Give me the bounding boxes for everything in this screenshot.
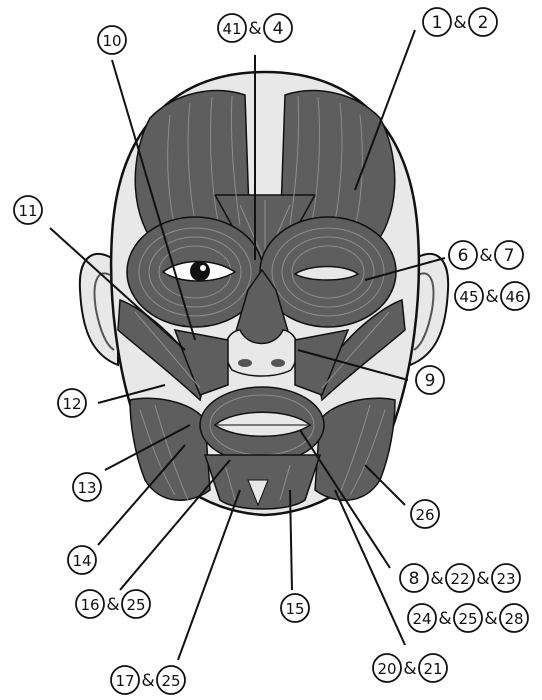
label-number: 23 xyxy=(496,570,515,588)
label-20-21: 20&21 xyxy=(373,654,447,682)
label-number: 45 xyxy=(459,288,478,306)
label-11: 11 xyxy=(14,196,42,224)
label-16-25: 16&25 xyxy=(76,590,150,618)
label-number: 22 xyxy=(450,570,469,588)
ampersand: & xyxy=(438,609,451,629)
ampersand: & xyxy=(141,671,154,691)
label-number: 14 xyxy=(72,552,91,570)
ampersand: & xyxy=(453,13,466,33)
label-number: 13 xyxy=(77,479,96,497)
ampersand: & xyxy=(248,19,261,39)
label-number: 9 xyxy=(425,371,436,391)
label-6-7: 6&7 xyxy=(449,241,523,269)
label-number: 46 xyxy=(505,288,524,306)
ampersand: & xyxy=(484,609,497,629)
label-number: 28 xyxy=(504,610,523,628)
label-41-4: 41&4 xyxy=(218,14,292,42)
label-number: 25 xyxy=(161,672,180,690)
label-number: 25 xyxy=(458,610,477,628)
ampersand: & xyxy=(430,569,443,589)
label-number: 25 xyxy=(126,596,145,614)
label-number: 7 xyxy=(504,246,515,266)
ampersand: & xyxy=(403,659,416,679)
label-1-2: 1&2 xyxy=(423,8,497,36)
label-17-25: 17&25 xyxy=(111,666,185,694)
label-13: 13 xyxy=(73,473,101,501)
label-number: 15 xyxy=(285,600,304,618)
label-number: 10 xyxy=(102,32,121,50)
label-number: 4 xyxy=(273,19,284,39)
label-number: 6 xyxy=(458,246,469,266)
label-14: 14 xyxy=(68,546,96,574)
label-number: 11 xyxy=(18,202,37,220)
label-number: 2 xyxy=(478,13,489,33)
label-45-46: 45&46 xyxy=(455,282,529,310)
label-12: 12 xyxy=(58,389,86,417)
left-iris xyxy=(190,261,210,281)
label-number: 20 xyxy=(377,660,396,678)
label-number: 12 xyxy=(62,395,81,413)
label-15: 15 xyxy=(281,594,309,622)
label-number: 16 xyxy=(80,596,99,614)
label-24-25-28: 24&25&28 xyxy=(408,604,528,632)
label-number: 1 xyxy=(432,13,443,33)
ampersand: & xyxy=(485,287,498,307)
label-number: 17 xyxy=(115,672,134,690)
label-number: 8 xyxy=(409,569,420,589)
label-8-22-23: 8&22&23 xyxy=(400,564,520,592)
label-number: 24 xyxy=(412,610,431,628)
label-9: 9 xyxy=(416,366,444,394)
ampersand: & xyxy=(479,246,492,266)
label-10: 10 xyxy=(98,26,126,54)
label-number: 26 xyxy=(415,506,434,524)
masseter-right xyxy=(315,398,395,500)
label-number: 41 xyxy=(222,20,241,38)
ampersand: & xyxy=(476,569,489,589)
label-26: 26 xyxy=(411,500,439,528)
masseter-left xyxy=(130,398,210,500)
ampersand: & xyxy=(106,595,119,615)
label-number: 21 xyxy=(423,660,442,678)
